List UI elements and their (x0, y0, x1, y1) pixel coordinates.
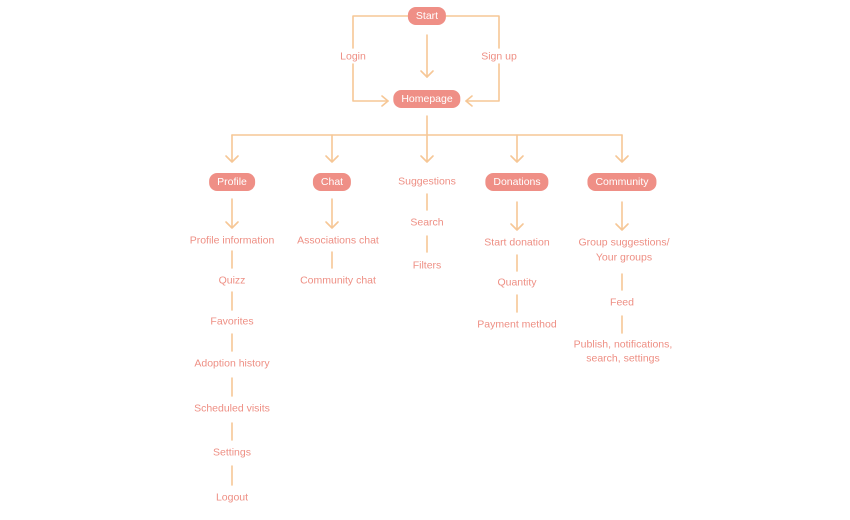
community-node: Community (587, 173, 657, 191)
signup-label: Sign up (481, 50, 517, 63)
community-item: Publish, notifications, (573, 338, 673, 351)
profile-item: Favorites (210, 315, 254, 328)
connector-start-login (352, 15, 411, 49)
profile-item: Quizz (218, 274, 246, 287)
profile-item: Profile information (189, 234, 275, 247)
donations-item: Start donation (484, 236, 550, 249)
chat-item: Associations chat (297, 234, 379, 247)
connector-signup-homepage (465, 63, 500, 102)
community-item: Feed (610, 296, 634, 309)
connector-start-signup (443, 15, 500, 49)
donations-item: Payment method (477, 318, 557, 331)
arrowhead-homepage-top (420, 70, 434, 78)
community-item: search, settings (586, 352, 660, 365)
start-node: Start (407, 7, 447, 25)
profile-item: Settings (213, 446, 251, 459)
homepage-node: Homepage (393, 90, 461, 108)
community-item: Group suggestions/ (578, 236, 670, 249)
login-label: Login (340, 50, 366, 63)
suggestions-item: Search (410, 216, 444, 229)
profile-item: Adoption history (194, 357, 270, 370)
arrowhead-homepage-left (381, 95, 389, 107)
profile-item: Scheduled visits (194, 402, 270, 415)
suggestions-item: Filters (412, 259, 442, 272)
donations-node: Donations (485, 173, 549, 191)
arrowhead-homepage-right (465, 95, 473, 107)
chat-node: Chat (312, 173, 352, 191)
chat-item: Community chat (300, 274, 376, 287)
profile-item: Logout (215, 491, 249, 504)
profile-node: Profile (209, 173, 255, 191)
connector-login-homepage (352, 63, 389, 102)
suggestions-label: Suggestions (398, 175, 456, 188)
donations-item: Quantity (497, 276, 537, 289)
community-item: Your groups (595, 251, 653, 264)
